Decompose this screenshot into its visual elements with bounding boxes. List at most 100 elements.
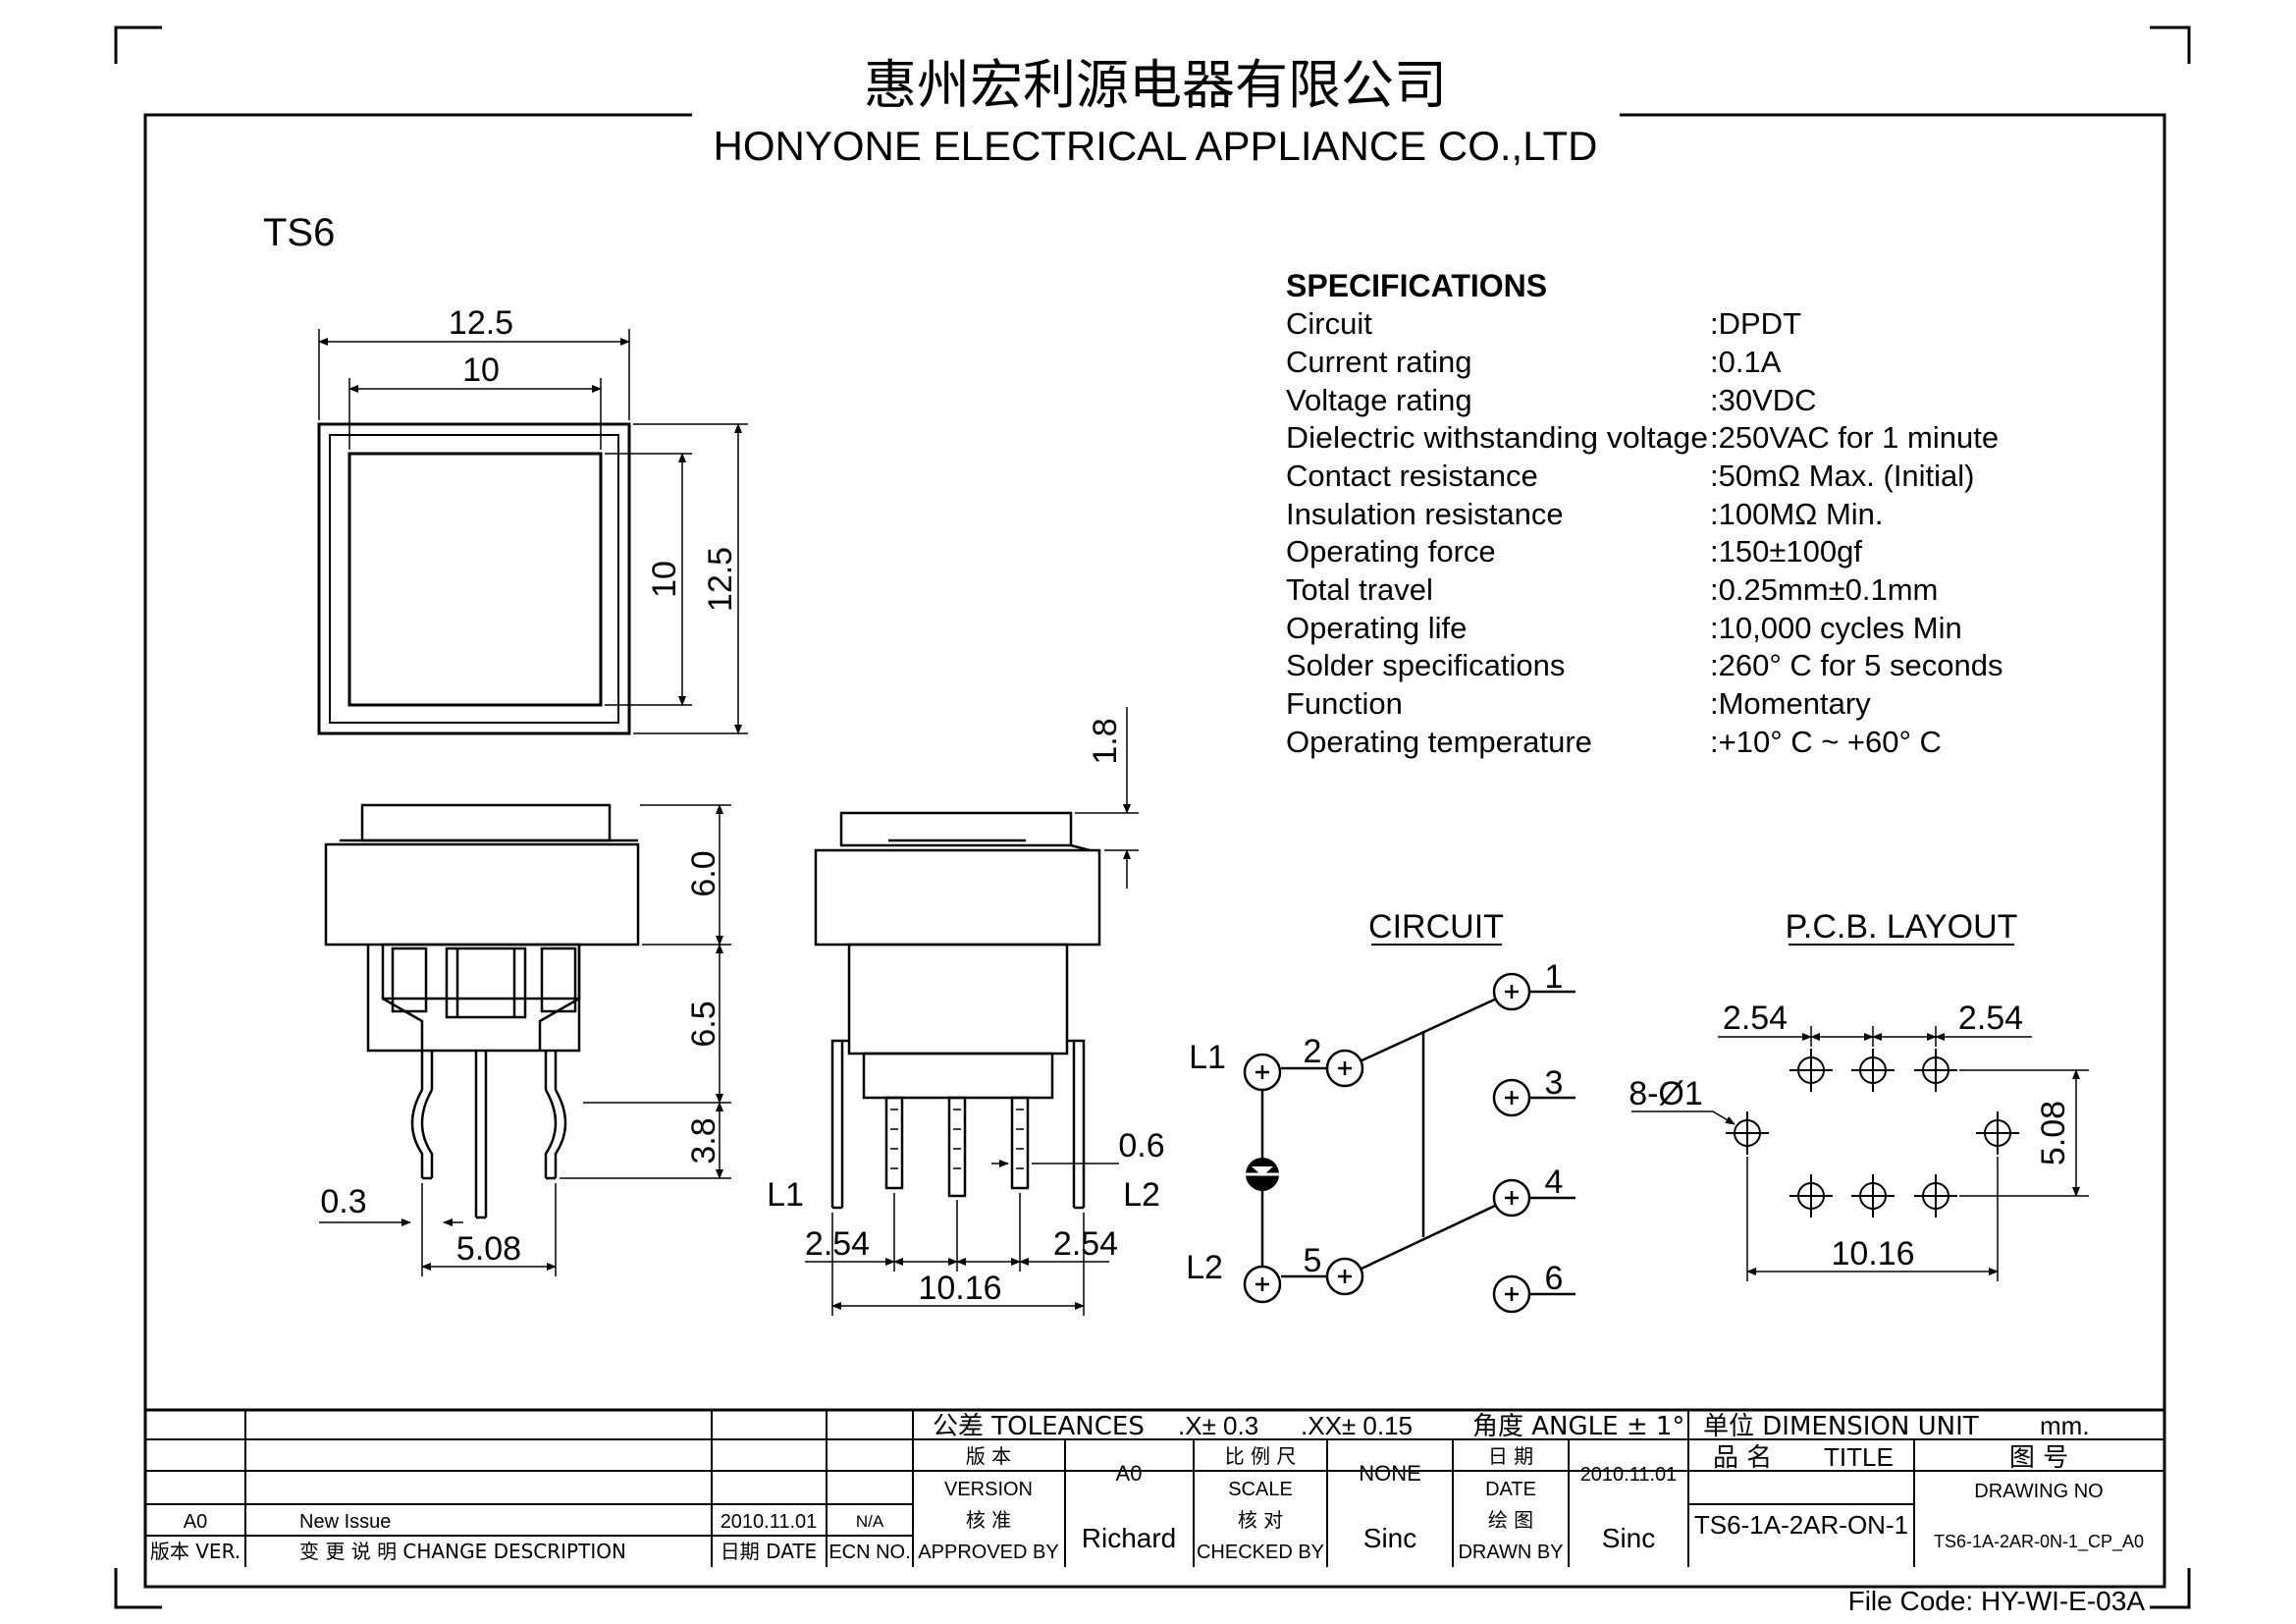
spec-label: Total travel [1286, 572, 1433, 607]
circuit-terminal-l2 [1243, 1265, 1282, 1304]
checked-value: Sinc [1363, 1523, 1416, 1553]
spec-label: Operating life [1286, 611, 1467, 645]
dim-side-pitch-left: 2.54 [805, 1225, 870, 1263]
circuit-label-3: 3 [1545, 1064, 1564, 1102]
revision-date: 2010.11.01 [721, 1511, 818, 1533]
dim-pcb-pitch-left: 2.54 [1723, 1000, 1788, 1037]
spec-value: :250VAC for 1 minute [1710, 420, 1999, 455]
pcb-hole [1913, 1173, 1958, 1218]
dim-side-pin-width: 0.6 [1118, 1127, 1164, 1164]
dimension-unit-label: 单位 DIMENSION UNIT [1703, 1412, 1979, 1441]
column-change-description: 变 更 说 明 CHANGE DESCRIPTION [299, 1540, 626, 1563]
pcb-layout-title: P.C.B. LAYOUT [1786, 908, 2018, 946]
dim-top-outer-height: 12.5 [702, 547, 739, 612]
circuit-label-l2: L2 [1186, 1249, 1223, 1286]
pcb-hole [1725, 1110, 1770, 1156]
spec-value: :150±100gf [1710, 534, 1862, 568]
circuit-label-2: 2 [1304, 1033, 1322, 1070]
checked-label-cn: 核 对 [1238, 1508, 1283, 1532]
approved-value: Richard [1082, 1523, 1176, 1553]
date-label-cn: 日 期 [1488, 1444, 1533, 1468]
drawing-no-label-cn: 图 号 [2009, 1443, 2068, 1473]
drawn-value: Sinc [1602, 1523, 1655, 1553]
circuit-terminal-5 [1325, 1257, 1364, 1296]
circuit-terminal-l1 [1243, 1053, 1282, 1092]
dim-front-body-height: 6.0 [685, 850, 722, 896]
spec-label: Voltage rating [1286, 383, 1472, 417]
scale-label-en: SCALE [1228, 1479, 1293, 1500]
spec-value: :100MΩ Min. [1710, 497, 1884, 531]
spec-label: Solder specifications [1286, 648, 1565, 682]
corner-marks [114, 26, 2191, 1609]
dimension-unit-value: mm. [2040, 1411, 2090, 1440]
circuit-label-l1: L1 [1189, 1039, 1226, 1076]
pcb-hole [1975, 1110, 2020, 1156]
spec-value: :260° C for 5 seconds [1710, 648, 2002, 682]
drawing-no-label-en: DRAWING NO [1974, 1481, 2103, 1502]
dim-front-pin-thickness: 0.3 [320, 1183, 366, 1220]
side-label-l2: L2 [1123, 1176, 1160, 1214]
sheet-frame [143, 113, 2166, 1589]
spec-value: :0.25mm±0.1mm [1710, 572, 1938, 607]
title-label-cn: 品 名 [1713, 1443, 1772, 1473]
spec-label: Insulation resistance [1286, 497, 1564, 531]
circuit-terminal-6 [1492, 1274, 1531, 1314]
spec-value: :DPDT [1710, 306, 1801, 341]
circuit-label-6: 6 [1545, 1260, 1564, 1297]
column-ecn: ECN NO. [828, 1542, 910, 1563]
pcb-layout-holes [1725, 1048, 2020, 1218]
circuit-label-1: 1 [1545, 958, 1564, 996]
version-label-cn: 版 本 [966, 1444, 1011, 1468]
spec-label: Operating temperature [1286, 725, 1592, 759]
dim-pcb-total-width: 10.16 [1831, 1235, 1914, 1272]
pcb-hole [1850, 1048, 1896, 1093]
checked-label-en: CHECKED BY [1197, 1542, 1324, 1563]
pcb-hole [1789, 1173, 1834, 1218]
revision-version: A0 [184, 1511, 207, 1533]
top-view-drawing [317, 329, 748, 735]
pcb-hole [1789, 1048, 1834, 1093]
column-version: 版本 VER. [150, 1540, 240, 1563]
approved-label-en: APPROVED BY [918, 1542, 1058, 1563]
tolerance-xx: .XX± 0.15 [1301, 1411, 1413, 1440]
pcb-hole-spec: 8-Ø1 [1629, 1075, 1703, 1112]
spec-value: :50mΩ Max. (Initial) [1710, 459, 1975, 493]
specifications-table: Circuit :DPDT Current rating :0.1A Volta… [1286, 306, 2002, 759]
dim-side-cap-height: 1.8 [1087, 718, 1124, 764]
dim-top-outer-width: 12.5 [449, 304, 513, 342]
revision-ecn: N/A [856, 1512, 884, 1531]
angle-tolerance: 角度 ANGLE ± 1° [1472, 1412, 1684, 1441]
spec-label: Function [1286, 686, 1403, 721]
dim-side-pitch-right: 2.54 [1053, 1225, 1118, 1263]
company-name-cn: 惠州宏利源电器有限公司 [864, 54, 1447, 116]
circuit-terminal-4 [1492, 1178, 1531, 1218]
front-view-drawing [319, 803, 731, 1276]
title-value: TS6-1A-2AR-ON-1 [1694, 1510, 1908, 1540]
pcb-hole [1850, 1173, 1896, 1218]
circuit-label-5: 5 [1304, 1242, 1322, 1279]
spec-label: Current rating [1286, 345, 1472, 379]
scale-value: NONE [1359, 1461, 1421, 1486]
spec-label: Operating force [1286, 534, 1496, 568]
drawn-label-cn: 绘 图 [1488, 1508, 1533, 1532]
spec-value: :10,000 cycles Min [1710, 611, 1962, 645]
tolerance-x: .X± 0.3 [1178, 1411, 1258, 1440]
side-view-drawing [805, 707, 1139, 1316]
spec-value: :Momentary [1710, 686, 1871, 721]
spec-label: Dielectric withstanding voltage [1286, 420, 1708, 455]
date-label-en: DATE [1485, 1479, 1536, 1500]
pcb-hole [1913, 1048, 1958, 1093]
model-label: TS6 [263, 211, 335, 254]
pcb-dimension-lines [1631, 1026, 2089, 1281]
circuit-title: CIRCUIT [1368, 908, 1504, 946]
dim-front-base-height: 6.5 [685, 1001, 722, 1047]
circuit-terminal-1 [1492, 972, 1531, 1011]
specifications-heading: SPECIFICATIONS [1286, 268, 1547, 303]
spec-label: Contact resistance [1286, 459, 1538, 493]
file-code: File Code: HY-WI-E-03A [1848, 1586, 2146, 1616]
dim-front-pin-height: 3.8 [685, 1117, 722, 1164]
title-block-grid [145, 1408, 2164, 1567]
version-label-en: VERSION [944, 1479, 1033, 1500]
spec-value: :+10° C ~ +60° C [1710, 725, 1942, 759]
circuit-led-symbol [1244, 1158, 1281, 1191]
